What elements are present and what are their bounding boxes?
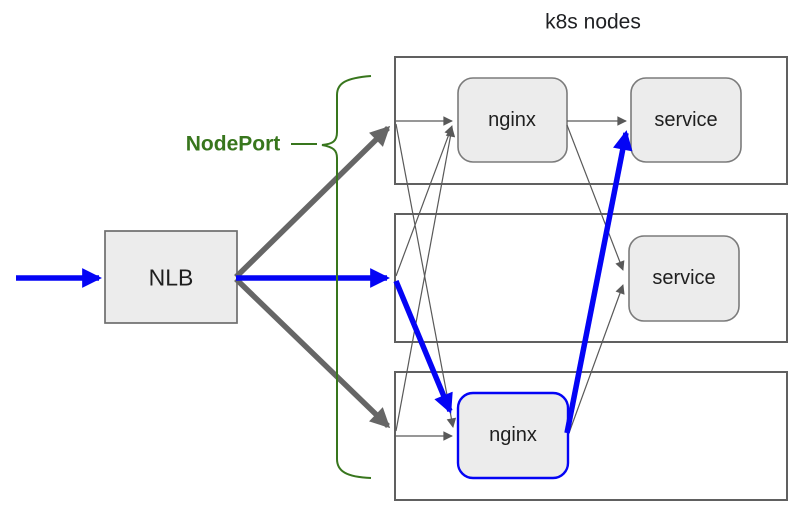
edge-nginx3-service1 xyxy=(564,130,633,434)
service-label-node1: service xyxy=(654,109,718,131)
edge-port3-nginx1 xyxy=(395,127,456,432)
nodeport-brace xyxy=(321,75,372,479)
nginx-pod-box-node1 xyxy=(457,77,568,163)
edge-nginx3-service2 xyxy=(568,284,625,434)
nginx-pod-label-node3: nginx xyxy=(489,424,537,446)
edge-port2-nginx3 xyxy=(393,279,453,414)
node-box-3 xyxy=(394,371,788,501)
nginx-pod-label-node1: nginx xyxy=(488,109,536,131)
edge-nlb-node1 xyxy=(234,125,391,279)
diagram-title: k8s nodes xyxy=(545,10,641,34)
edge-nlb-node3 xyxy=(234,277,391,429)
nlb-label: NLB xyxy=(148,264,194,291)
edge-port2-nginx1 xyxy=(395,125,454,277)
service-box-node2 xyxy=(628,235,740,322)
nginx-pod-box-node3 xyxy=(456,391,570,480)
nodeport-label: NodePort xyxy=(185,132,281,156)
nlb-box xyxy=(104,230,238,324)
service-box-node1 xyxy=(630,77,742,163)
service-label-node2: service xyxy=(652,267,716,289)
edge-nginx1-service2 xyxy=(566,124,625,271)
